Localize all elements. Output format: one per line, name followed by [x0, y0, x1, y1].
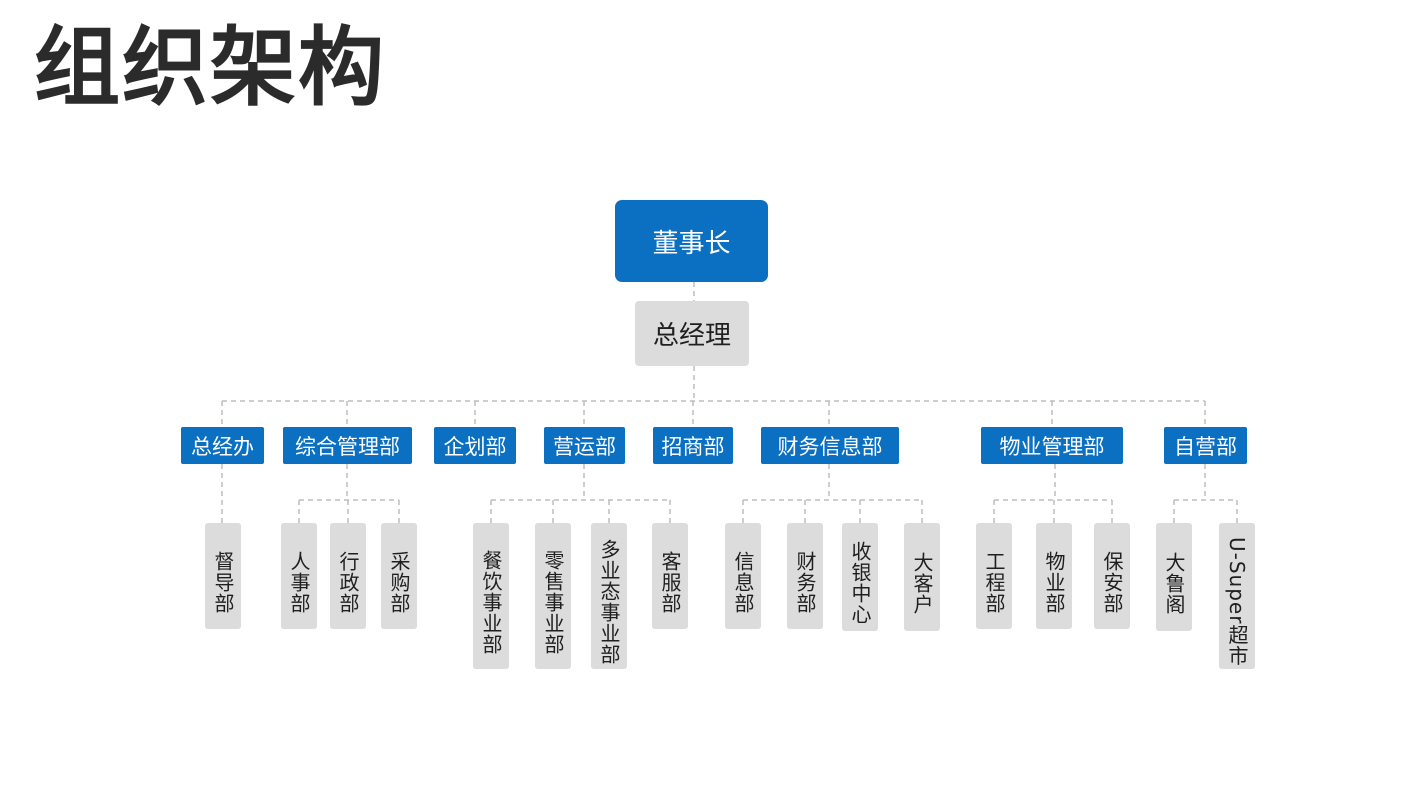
- sub-purchasing[interactable]: 采购部: [381, 523, 417, 629]
- dept-finance-info[interactable]: 财务信息部: [761, 427, 899, 464]
- sub-security[interactable]: 保安部: [1094, 523, 1130, 629]
- sub-supervision[interactable]: 督导部: [205, 523, 241, 629]
- sub-multi-format[interactable]: 多业态事业部: [591, 523, 627, 669]
- sub-engineering[interactable]: 工程部: [976, 523, 1012, 629]
- dept-operations[interactable]: 营运部: [544, 427, 625, 464]
- dept-planning[interactable]: 企划部: [434, 427, 516, 464]
- sub-customer-service[interactable]: 客服部: [652, 523, 688, 629]
- dept-property-management[interactable]: 物业管理部: [981, 427, 1123, 464]
- general-manager-box[interactable]: 总经理: [635, 301, 749, 366]
- sub-property[interactable]: 物业部: [1036, 523, 1072, 629]
- sub-u-super-market[interactable]: U-Super超市: [1219, 523, 1255, 669]
- sub-finance[interactable]: 财务部: [787, 523, 823, 629]
- chairman-box[interactable]: 董事长: [615, 200, 768, 282]
- sub-catering[interactable]: 餐饮事业部: [473, 523, 509, 669]
- dept-general-office[interactable]: 总经办: [181, 427, 264, 464]
- sub-hr[interactable]: 人事部: [281, 523, 317, 629]
- sub-dalu-pavilion[interactable]: 大鲁阁: [1156, 523, 1192, 631]
- sub-key-accounts[interactable]: 大客户: [904, 523, 940, 631]
- sub-admin[interactable]: 行政部: [330, 523, 366, 629]
- dept-general-management[interactable]: 综合管理部: [283, 427, 412, 464]
- page-title: 组织架构: [34, 18, 386, 118]
- dept-leasing[interactable]: 招商部: [653, 427, 733, 464]
- sub-information[interactable]: 信息部: [725, 523, 761, 629]
- sub-retail[interactable]: 零售事业部: [535, 523, 571, 669]
- sub-cashier-center[interactable]: 收银中心: [842, 523, 878, 631]
- dept-self-operated[interactable]: 自营部: [1164, 427, 1247, 464]
